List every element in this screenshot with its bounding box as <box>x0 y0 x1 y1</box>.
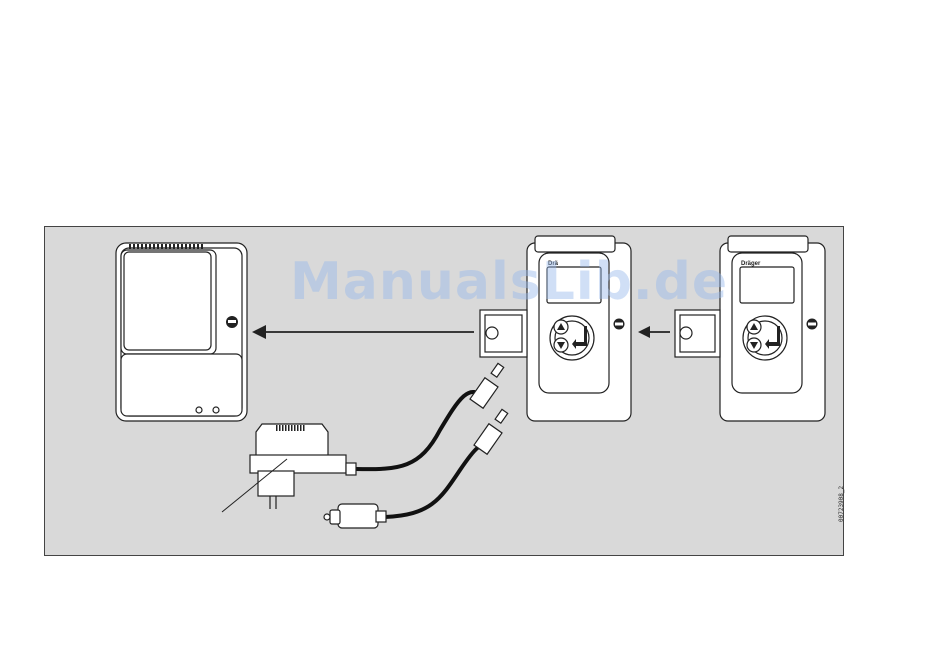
arrow-insert-icon <box>252 325 474 339</box>
charger-cradle <box>116 243 247 421</box>
watermark: ManualsLib.de <box>290 252 728 312</box>
figure-code: 00723908_2 <box>838 486 845 522</box>
power-supply-cable <box>356 392 485 469</box>
cable-plug-lower <box>474 409 508 454</box>
arrow-attach-icon <box>638 326 670 338</box>
middle-adapter <box>480 310 527 357</box>
right-adapter <box>675 310 720 357</box>
cable-plug-upper <box>470 363 504 408</box>
mains-power-supply <box>250 424 356 509</box>
car-adapter <box>324 504 386 528</box>
charger-socket-icon <box>226 316 238 328</box>
car-adapter-cable <box>385 446 488 517</box>
device-right-brand: Dräger <box>741 261 761 267</box>
